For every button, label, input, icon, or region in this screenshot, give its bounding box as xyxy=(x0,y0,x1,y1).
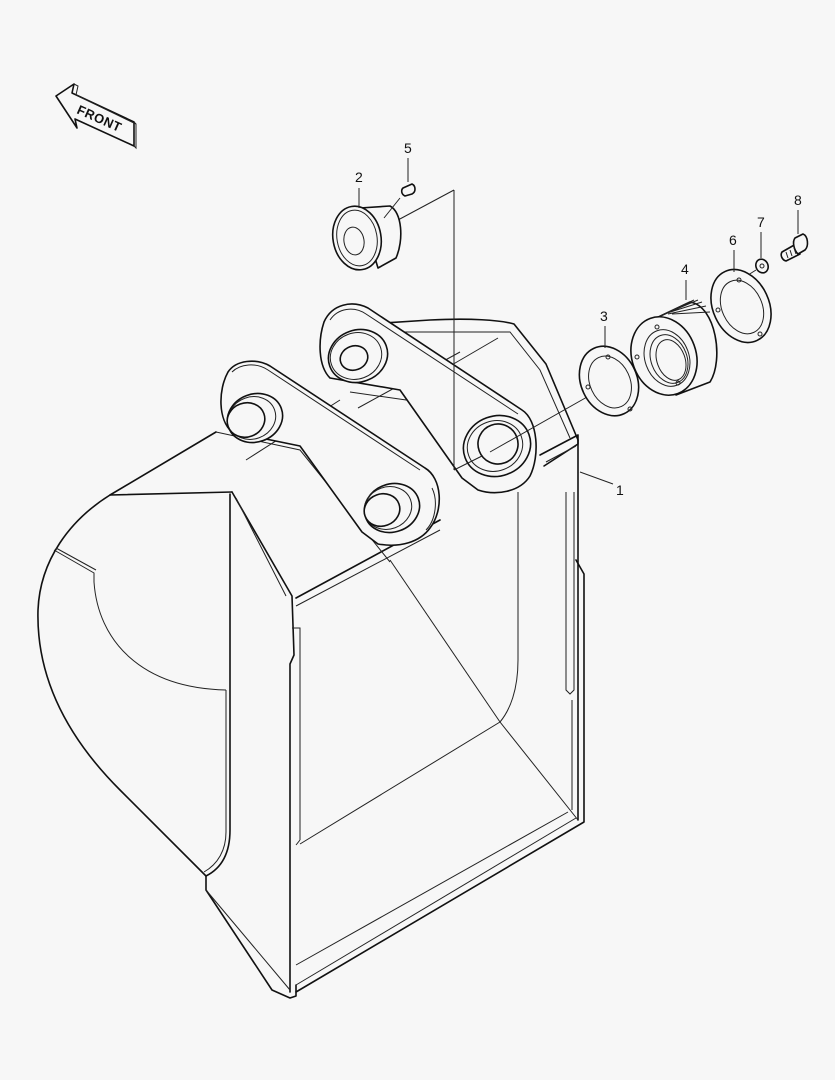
front-direction-arrow: FRONT xyxy=(55,83,137,150)
arrow-left-icon xyxy=(55,83,135,147)
svg-text:8: 8 xyxy=(794,192,802,208)
callout-4: 4 xyxy=(681,261,689,300)
part-7-lock-washer xyxy=(755,258,769,274)
svg-text:1: 1 xyxy=(616,482,624,498)
callouts: 1 2 3 4 5 6 7 8 xyxy=(355,140,802,498)
boss-bore-right xyxy=(462,414,532,478)
svg-text:2: 2 xyxy=(355,169,363,185)
part-8-bolt xyxy=(780,233,809,262)
boss-upper-right xyxy=(327,328,389,384)
callout-8: 8 xyxy=(794,192,802,234)
right-lug-plate xyxy=(319,303,537,494)
callout-7: 7 xyxy=(757,214,765,258)
callout-5: 5 xyxy=(404,140,412,182)
part-4-threaded-bushing xyxy=(630,299,718,396)
part-2-flanged-bushing xyxy=(331,205,402,271)
bucket-body xyxy=(37,318,585,999)
left-lug-plate xyxy=(220,360,441,546)
svg-text:6: 6 xyxy=(729,232,737,248)
part-5-pin xyxy=(383,183,416,219)
callout-1: 1 xyxy=(579,471,624,498)
callout-3: 3 xyxy=(600,308,608,348)
callout-6: 6 xyxy=(729,232,737,272)
svg-text:7: 7 xyxy=(757,214,765,230)
boss-lower-left xyxy=(363,482,421,534)
svg-text:3: 3 xyxy=(600,308,608,324)
part-6-retaining-plate xyxy=(710,268,772,344)
svg-text:4: 4 xyxy=(681,261,689,277)
boss-upper-left xyxy=(226,392,284,444)
svg-text:5: 5 xyxy=(404,140,412,156)
callout-2: 2 xyxy=(355,169,363,208)
